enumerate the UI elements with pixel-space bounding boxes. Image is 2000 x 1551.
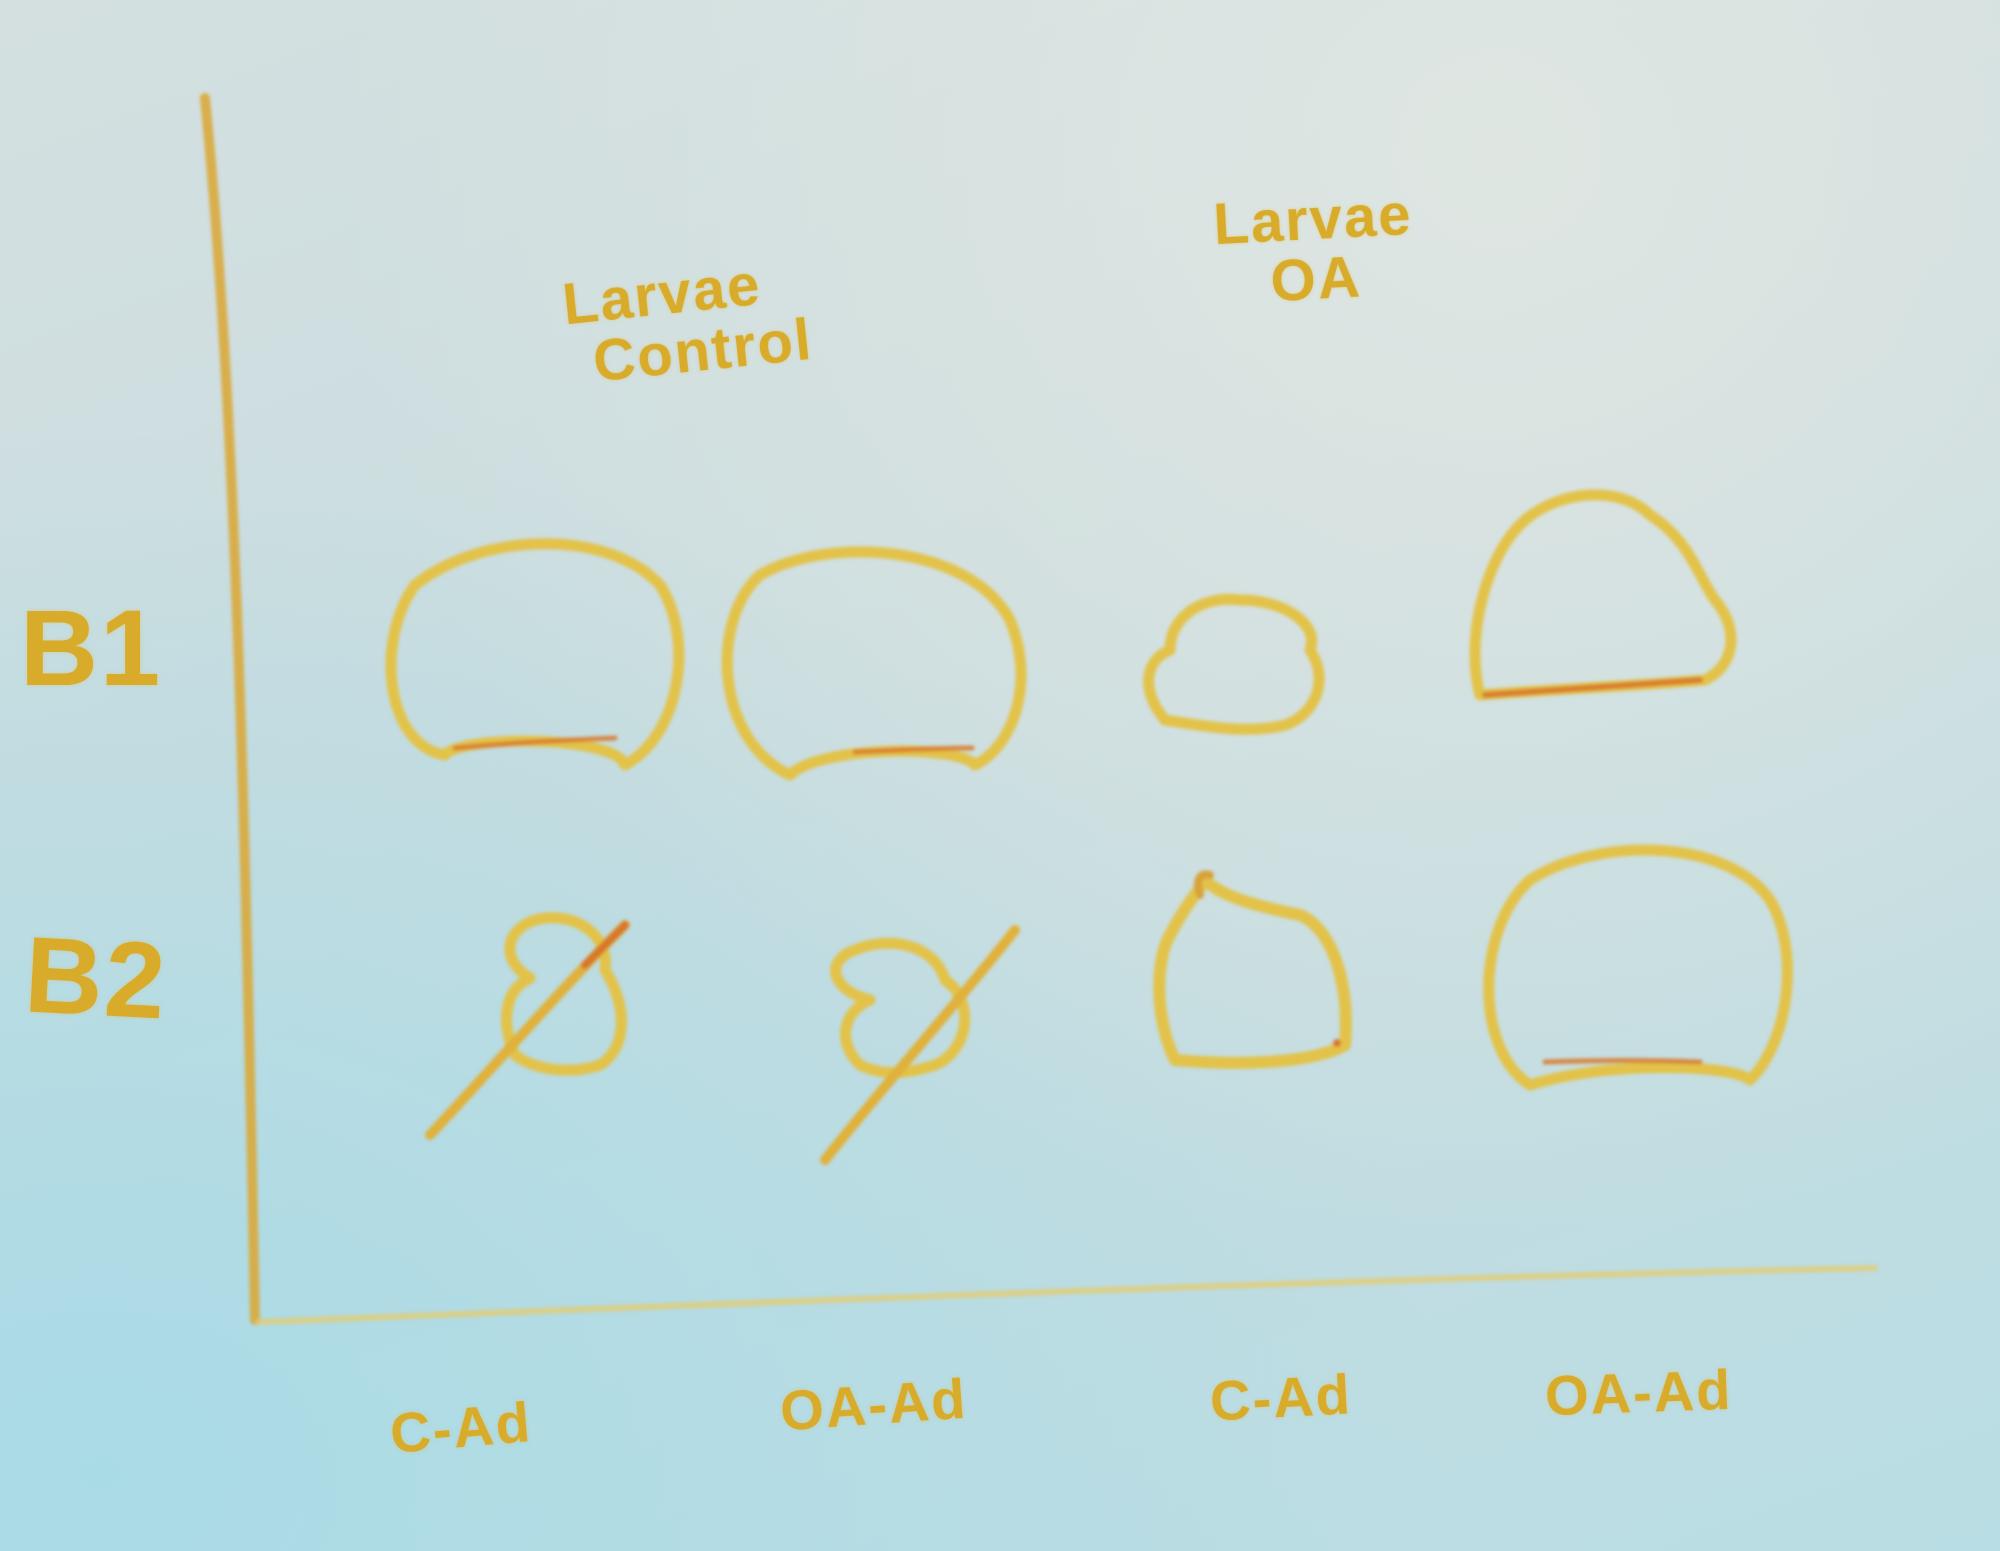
b2-control-oa-ad-slash bbox=[820, 925, 1020, 1165]
b1-control-oa-ad-base-mark bbox=[852, 745, 975, 755]
row-label-b2: B2 bbox=[21, 913, 171, 1042]
b1-control-c-ad-base-mark bbox=[452, 735, 618, 751]
vertical-axis-line bbox=[200, 93, 260, 1325]
b2-control-oa-ad-shape bbox=[830, 937, 971, 1078]
b1-oa-c-ad-shape bbox=[1143, 593, 1325, 735]
bottom-label-oa-ad-1: OA-Ad bbox=[778, 1366, 970, 1443]
column-header-oa: Larvae OA bbox=[1211, 181, 1417, 315]
b1-control-c-ad-shape bbox=[385, 538, 685, 771]
b2-oa-oa-ad-base-mark bbox=[1542, 1058, 1703, 1065]
column-header-oa-line1: Larvae bbox=[1211, 181, 1414, 258]
b2-oa-c-ad-sprout bbox=[1194, 870, 1214, 899]
bottom-label-c-ad-2: C-Ad bbox=[1208, 1362, 1354, 1433]
b2-oa-c-ad-dot bbox=[1333, 1039, 1341, 1047]
b2-control-c-ad-slash-tip bbox=[581, 921, 629, 969]
b1-oa-oa-ad-shape bbox=[1469, 489, 1737, 701]
b2-oa-oa-ad-shape bbox=[1483, 844, 1793, 1091]
row-label-b1: B1 bbox=[20, 587, 163, 708]
b2-control-c-ad-shape bbox=[501, 912, 627, 1076]
b2-oa-c-ad-shape bbox=[1153, 874, 1352, 1069]
bottom-label-oa-ad-2: OA-Ad bbox=[1543, 1357, 1734, 1428]
bottom-label-c-ad-1: C-Ad bbox=[387, 1389, 535, 1466]
b1-control-oa-ad-shape bbox=[721, 546, 1027, 781]
b1-oa-oa-ad-base-mark bbox=[1482, 677, 1703, 698]
horizontal-axis-line bbox=[255, 1265, 1878, 1325]
